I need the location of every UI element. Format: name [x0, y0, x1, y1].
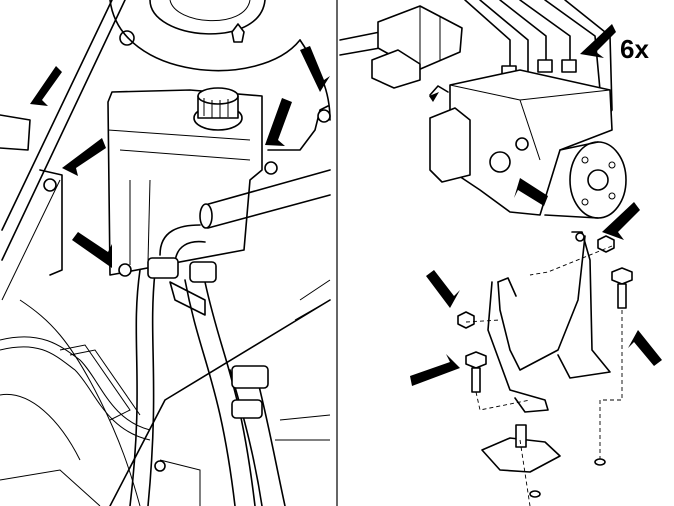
nut	[457, 311, 475, 329]
arrow-icon	[72, 232, 112, 268]
arrow-icon	[62, 138, 106, 176]
nut	[597, 235, 615, 253]
brake-fluid-reservoir	[107, 87, 263, 276]
arrow-icon	[580, 24, 616, 58]
arrow-icon	[602, 202, 640, 240]
arrow-icon	[265, 98, 292, 146]
arrow-icon	[514, 178, 548, 206]
quantity-label: 6x	[620, 34, 649, 64]
left-panel-engine-bay	[0, 0, 331, 506]
arrow-icon	[426, 270, 460, 308]
arrow-icon	[628, 330, 662, 366]
arrow-icon	[300, 46, 330, 92]
bolt	[611, 267, 633, 309]
arrow-icon	[30, 66, 62, 106]
bolt	[465, 351, 487, 393]
right-panel-abs-unit: 6x	[339, 0, 662, 506]
arrow-icon	[410, 354, 460, 386]
